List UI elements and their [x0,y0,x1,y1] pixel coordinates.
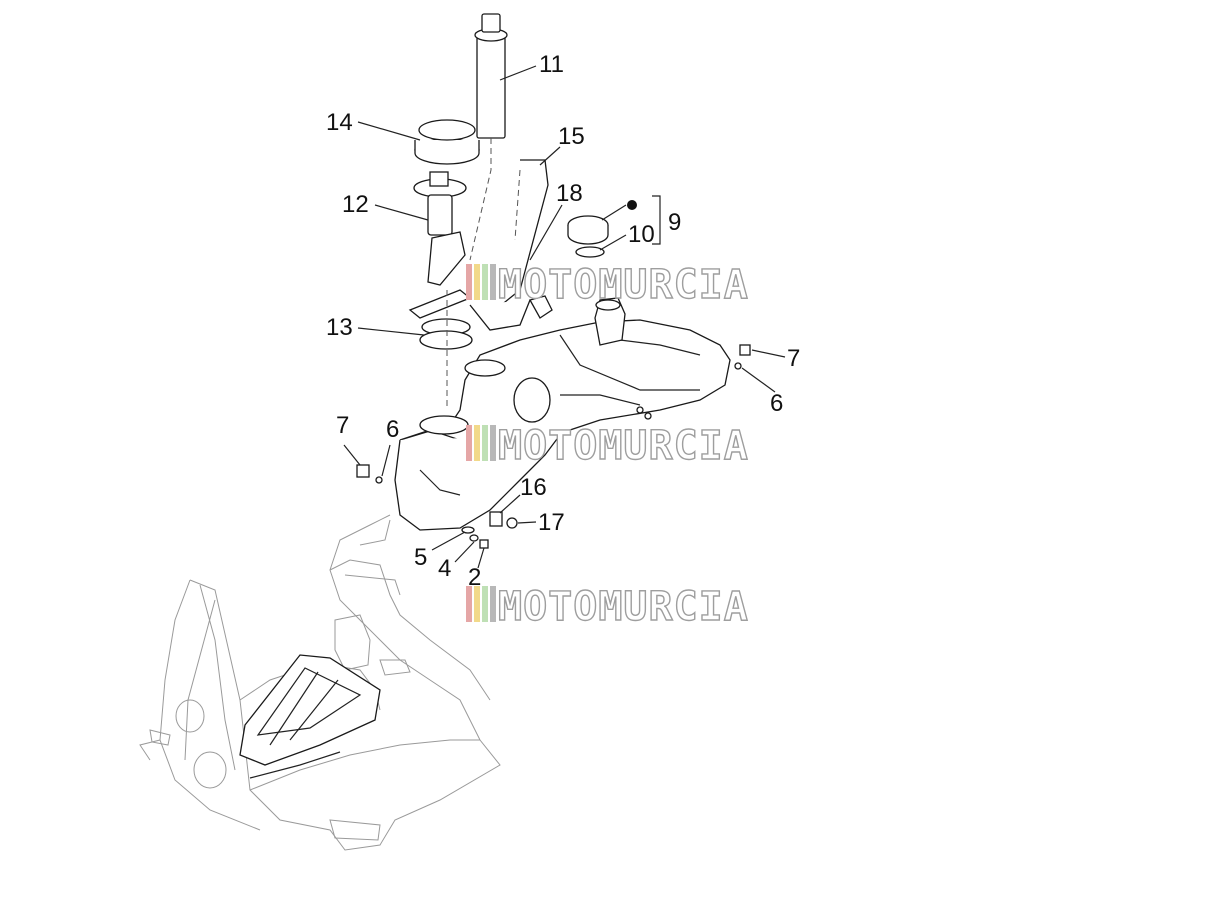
ring-nut [414,119,480,165]
watermark-stripe-2 [474,425,480,461]
watermark-text: MOTOMURCIA [498,262,749,308]
gasket [419,318,473,350]
watermark-stripe-1 [466,264,472,300]
watermark-stripe-2 [474,264,480,300]
assembly-axes [446,138,521,410]
callout-11: 11 [539,51,564,78]
fuel-pipe [469,159,549,331]
watermark-stripe-2 [474,586,480,622]
watermark-stripe-4 [490,425,496,461]
callout-15: 15 [558,123,585,150]
callout-7-left: 7 [336,412,349,439]
watermark-text: MOTOMURCIA [498,584,749,630]
watermark-stripe-3 [482,586,488,622]
fuel-cap [567,195,661,258]
watermark-1: MOTOMURCIA [466,261,749,309]
watermark-stripe-3 [482,425,488,461]
callout-7-right: 7 [787,345,800,372]
watermark-stripe-4 [490,586,496,622]
callout-13: 13 [326,314,353,341]
fuel-pump [408,171,472,319]
callout-16: 16 [520,474,547,501]
leader-lines [343,65,786,569]
callout-5: 5 [414,544,427,571]
watermark-stripe-1 [466,586,472,622]
callout-4: 4 [438,555,451,582]
callout-6-right: 6 [770,390,783,417]
callout-17: 17 [538,509,565,536]
hardware [356,344,751,549]
watermark-3: MOTOMURCIA [466,583,749,631]
callout-9: 9 [668,209,681,236]
callout-6-left: 6 [386,416,399,443]
fuel-level-sender [474,13,508,139]
callout-labels: 11 14 15 12 18 9 10 13 7 6 7 6 16 17 5 4… [326,51,800,591]
callout-14: 14 [326,109,353,136]
callout-2: 2 [468,564,481,591]
watermark-stripe-3 [482,264,488,300]
watermark-stripe-1 [466,425,472,461]
callout-10: 10 [628,221,655,248]
watermark-text: MOTOMURCIA [498,423,749,469]
floor-mat [239,654,381,779]
callout-12: 12 [342,191,369,218]
watermark-stripe-4 [490,264,496,300]
watermark-2: MOTOMURCIA [466,422,749,470]
callout-18: 18 [556,180,583,207]
